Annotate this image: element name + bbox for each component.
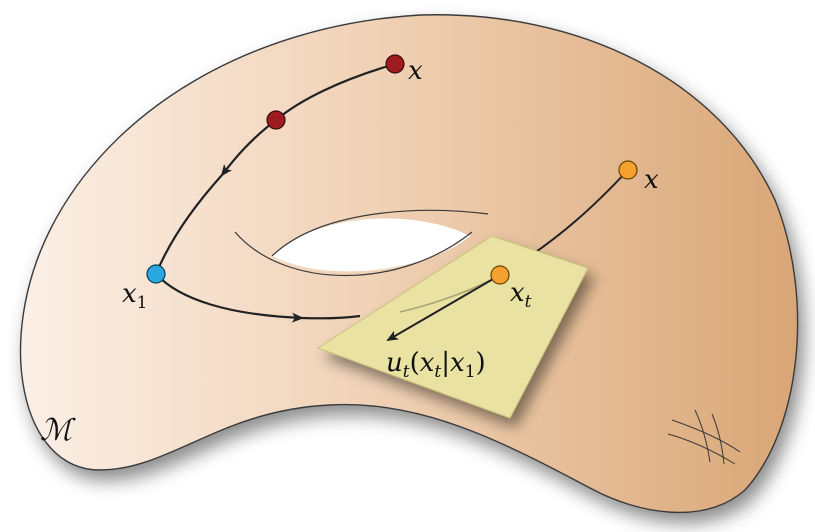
point-x-right	[618, 160, 638, 180]
geodesic-curve-top-continuation	[154, 174, 223, 275]
torus-hole-lower-rim	[234, 231, 473, 276]
point-intermediate-red	[266, 110, 286, 130]
point-xt	[490, 265, 510, 285]
tangent-plane	[316, 235, 589, 419]
torus-hole	[272, 218, 470, 272]
vector-field-arrow	[386, 274, 501, 342]
point-x1	[146, 264, 166, 284]
label-x1: x1	[122, 279, 148, 313]
label-manifold: ℳ	[40, 413, 76, 448]
torus-hole-upper-rim	[271, 209, 489, 257]
label-vector-field: ut(xt|x1)	[386, 348, 486, 382]
grid-mark	[667, 409, 741, 465]
label-x-top: x	[408, 56, 423, 86]
label-x-right: x	[644, 165, 659, 195]
geodesic-curve-bottom-end	[301, 314, 361, 320]
label-xt: xt	[510, 278, 532, 312]
geodesic-curve-bottom	[155, 273, 304, 323]
point-x-top	[385, 54, 405, 74]
